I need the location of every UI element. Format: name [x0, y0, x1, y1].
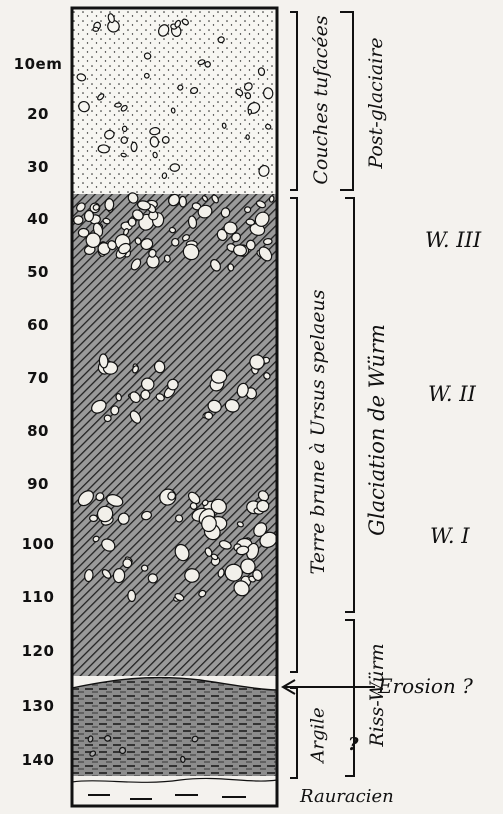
label-glaciation: Glaciation de Würm	[365, 324, 389, 536]
depth-tick: 50	[27, 263, 49, 281]
layer-terre-brune	[72, 194, 277, 676]
depth-tick: 10em	[13, 55, 63, 73]
depth-tick: 120	[21, 642, 55, 660]
bracket-terre-brune	[290, 197, 298, 673]
depth-tick: 140	[21, 751, 55, 769]
bracket-glaciation	[345, 197, 355, 613]
label-couches-tufacees: Couches tufacées	[310, 15, 332, 185]
label-post-glaciaire: Post-glaciaire	[365, 37, 387, 169]
bracket-argile	[290, 687, 298, 779]
depth-tick: 130	[21, 697, 55, 715]
depth-tick: 110	[21, 588, 55, 606]
layer-argile	[72, 677, 277, 776]
label-terre-brune: Terre brune à Ursus spelaeus	[307, 289, 329, 575]
bracket-riss-wurm	[345, 619, 355, 777]
erosion-arrowhead	[281, 679, 296, 695]
depth-tick: 90	[27, 475, 49, 493]
label-argile: Argile	[307, 707, 329, 763]
column-frame	[70, 6, 279, 808]
depth-tick: 30	[27, 158, 49, 176]
depth-tick: 60	[27, 316, 49, 334]
pebbles	[73, 13, 278, 763]
label-w3: W. III	[425, 228, 482, 252]
depth-tick: 80	[27, 422, 49, 440]
label-w2: W. II	[428, 382, 476, 406]
label-w1: W. I	[430, 524, 470, 548]
label-erosion: Erosion ?	[378, 674, 473, 698]
layer-rauracien	[71, 777, 278, 807]
bracket-post-glaciaire	[340, 11, 354, 191]
depth-tick: 20	[27, 105, 49, 123]
depth-tick: 100	[21, 535, 55, 553]
depth-tick: 70	[27, 369, 49, 387]
label-rauracien: Rauracien	[300, 786, 394, 807]
depth-tick: 40	[27, 210, 49, 228]
label-question-mark: ?	[348, 734, 359, 755]
bracket-couches-tufacees	[290, 11, 298, 191]
